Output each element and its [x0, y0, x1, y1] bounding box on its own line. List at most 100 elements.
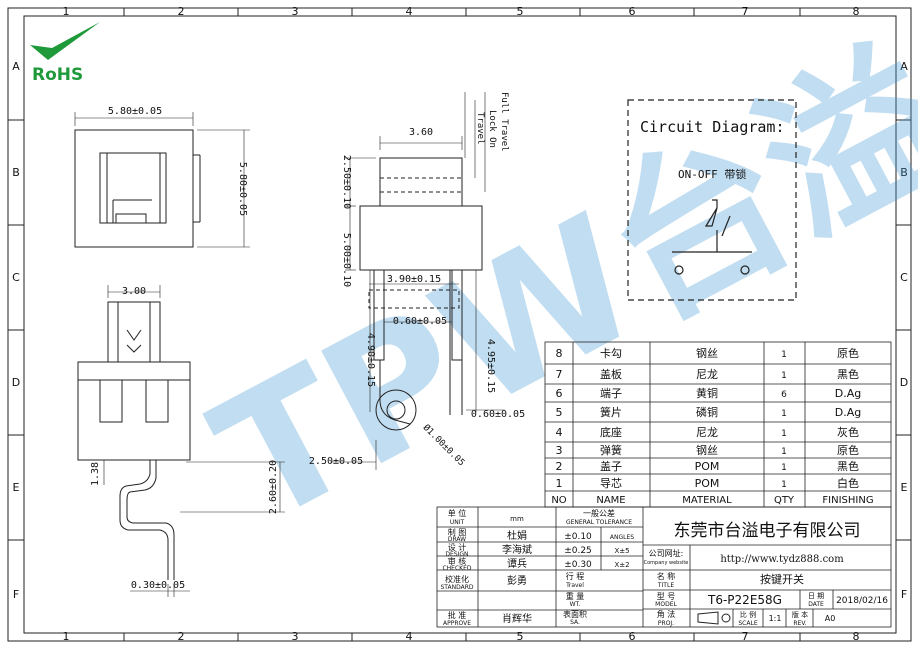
- dim-pin-thickness: 0.60±0.05: [471, 409, 525, 420]
- col-2: 2: [178, 5, 185, 18]
- tb-website-cn: 公司网址:: [649, 548, 684, 558]
- rohs-logo-text: RoHS: [32, 65, 83, 85]
- bom-name-7: 盖板: [600, 367, 622, 381]
- tb-website-val: http://www.tydz888.com: [720, 554, 844, 565]
- bom-qty-8: 1: [781, 350, 787, 360]
- col-4: 4: [406, 5, 413, 18]
- circuit-diagram: [627, 99, 797, 301]
- row-d: D: [12, 376, 20, 389]
- dim-body-height: 5.00±0.10: [341, 233, 352, 287]
- col-5: 5: [517, 5, 524, 18]
- row-f: F: [13, 588, 19, 601]
- row-f-right: F: [901, 588, 907, 601]
- col-5-bottom: 5: [517, 630, 524, 643]
- circuit-mode: ON-OFF 带锁: [678, 167, 746, 181]
- title-block-grid: [436, 506, 892, 628]
- tb-weight-cn: 重 量: [566, 591, 585, 601]
- tb-scale-en: SCALE: [738, 620, 757, 627]
- dim-pin-length-right: 4.95±0.15: [485, 339, 496, 393]
- tb-approve-en: APPROVE: [443, 620, 471, 627]
- bom-finishing-8: 原色: [837, 346, 859, 360]
- tb-drawn-en: DRAW: [448, 536, 466, 543]
- tb-tol-en: GENERAL TOLERANCE: [566, 519, 632, 526]
- bom-qty-2: 1: [781, 463, 787, 473]
- bom-finishing-5: D.Ag: [835, 406, 861, 419]
- side-view: [330, 92, 505, 470]
- col-2-bottom: 2: [178, 630, 185, 643]
- tb-rev-val: A0: [825, 614, 836, 623]
- rohs-logo: RoHS: [30, 22, 100, 85]
- tb-unit-val: mm: [510, 515, 524, 523]
- bom-material-5: 磷铜: [696, 405, 718, 419]
- dim-offset: 2.50±0.05: [309, 456, 363, 467]
- bom-material-3: 钢丝: [696, 444, 718, 457]
- col-8-bottom: 8: [853, 630, 860, 643]
- tb-tol3: ±0.30: [564, 560, 592, 570]
- column-markers-bottom: 1 2 3 4 5 6 7 8: [63, 630, 860, 643]
- title-block-text: 单 位 UNIT mm 一般公差 GENERAL TOLERANCE 制 图 D…: [440, 508, 888, 627]
- projection-icon: [697, 611, 719, 625]
- tb-standard-val: 彭勇: [507, 574, 527, 587]
- col-4-bottom: 4: [406, 630, 413, 643]
- bom-no-5: 5: [556, 406, 563, 419]
- dim-pin-span: 3.90±0.15: [387, 274, 441, 285]
- dim-lower-height: 1.38: [90, 462, 101, 486]
- tb-design-val: 李海斌: [502, 543, 532, 556]
- col-3: 3: [292, 5, 299, 18]
- dim-pin-length-left: 4.90±0.15: [365, 333, 376, 387]
- bom-rows: 8 卡勾 钢丝 1 原色 7 盖板 尼龙 1 黑色 6 端子 黄铜 6 D.Ag…: [551, 346, 873, 506]
- bom-no-6: 6: [556, 387, 563, 400]
- col-6: 6: [629, 5, 636, 18]
- row-b-right: B: [900, 166, 908, 179]
- bom-material-8: 钢丝: [696, 347, 718, 360]
- bom-header-finishing: FINISHING: [822, 495, 873, 506]
- tb-approve-val: 肖辉华: [502, 612, 532, 625]
- tb-unit-en: UNIT: [450, 519, 465, 526]
- bom-name-5: 簧片: [600, 405, 622, 419]
- tb-date-cn: 日 期: [808, 592, 824, 600]
- bom-qty-5: 1: [781, 409, 787, 419]
- tb-design-cn: 设 计: [448, 542, 467, 552]
- tb-surface-cn: 表面积: [563, 609, 587, 619]
- label-lock-on: Lock On: [487, 110, 497, 148]
- tb-approve-cn: 批 准: [448, 610, 467, 620]
- projection-circle-icon: [721, 613, 731, 623]
- dim-top-width: 5.80±0.05: [108, 106, 162, 117]
- dim-lead-height: 2.60±0.20: [268, 460, 279, 514]
- col-8: 8: [853, 5, 860, 18]
- tb-travel-cn: 行 程: [566, 571, 585, 581]
- bom-qty-1: 1: [781, 480, 787, 490]
- tb-company: 东莞市台溢电子有限公司: [674, 521, 861, 541]
- col-3-bottom: 3: [292, 630, 299, 643]
- bom-header-name: NAME: [596, 495, 625, 506]
- bom-finishing-6: D.Ag: [835, 387, 861, 400]
- bom-qty-4: 1: [781, 429, 787, 439]
- row-c-right: C: [900, 271, 908, 284]
- row-d-right: D: [900, 376, 908, 389]
- dim-pin-width: 0.60±0.05: [393, 316, 447, 327]
- tb-model-val: T6-P22E58G: [707, 593, 782, 607]
- tb-model-cn: 型 号: [657, 592, 676, 601]
- bom-material-7: 尼龙: [696, 368, 718, 381]
- bom-material-6: 黄铜: [696, 386, 718, 400]
- bom-name-4: 底座: [600, 425, 622, 439]
- tb-rev-cn: 版 本: [792, 610, 808, 619]
- tb-surface-en: SA.: [570, 619, 580, 626]
- tb-scale-cn: 比 例: [740, 610, 756, 619]
- label-travel: Travel: [475, 112, 485, 145]
- bom-name-6: 端子: [600, 387, 622, 400]
- col-1: 1: [63, 5, 70, 18]
- tb-ang1: X±5: [614, 547, 629, 555]
- bom-finishing-7: 黑色: [837, 367, 859, 381]
- row-a: A: [12, 60, 20, 73]
- row-markers-right: A B C D E F: [896, 60, 911, 601]
- bom-name-3: 弹簧: [600, 443, 622, 457]
- tb-model-en: MODEL: [655, 601, 677, 608]
- row-e-right: E: [901, 481, 908, 494]
- bom-no-3: 3: [556, 444, 563, 457]
- tb-date-en: DATE: [808, 601, 824, 608]
- bom-material-4: 尼龙: [696, 426, 718, 439]
- tb-travel-en: Travel: [565, 582, 584, 589]
- tb-proj-en: PROJ.: [658, 620, 674, 627]
